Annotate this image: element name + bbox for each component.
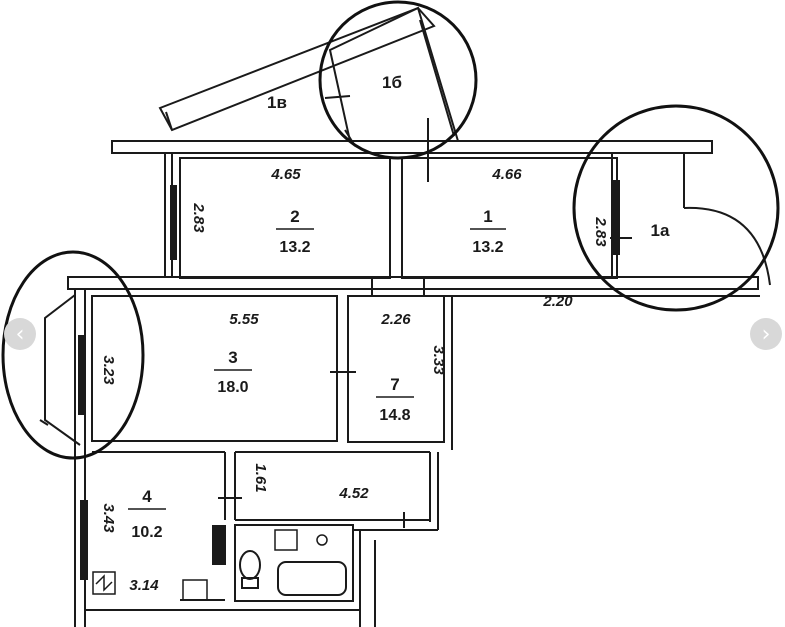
- balcony-1v: [158, 6, 436, 132]
- highlight-circle-left: [1, 250, 145, 460]
- room-area-2: 13.2: [279, 239, 310, 256]
- room-area-4: 10.2: [131, 524, 162, 541]
- chevron-right-icon: ›: [761, 321, 771, 347]
- room-label-4: 4: [142, 487, 152, 506]
- dim-2-26: 2.26: [380, 311, 411, 328]
- room-label-1b: 1б: [382, 73, 402, 92]
- dim-5-55: 5.55: [229, 311, 259, 328]
- dim-4-66: 4.66: [491, 166, 522, 183]
- dim-2-83-left: 2.83: [190, 202, 207, 233]
- dim-3-33: 3.33: [430, 345, 447, 375]
- highlight-circle-right: [572, 104, 780, 312]
- room-area-1: 13.2: [472, 239, 503, 256]
- next-arrow-button[interactable]: ›: [750, 318, 782, 350]
- dim-2-83-right: 2.83: [592, 216, 609, 247]
- bathroom-outline: [234, 524, 354, 602]
- room-area-3: 18.0: [217, 379, 248, 396]
- dim-2-20: 2.20: [542, 293, 573, 310]
- balcony-1b: [328, 6, 460, 142]
- dim-4-52: 4.52: [338, 485, 369, 502]
- dim-4-65: 4.65: [270, 166, 301, 183]
- balcony-1a: [611, 153, 735, 278]
- room-label-7: 7: [390, 375, 399, 394]
- balcony-left: [44, 294, 81, 446]
- toilet: [239, 550, 261, 580]
- chevron-left-icon: ‹: [15, 321, 25, 347]
- room-2-outline: [179, 157, 391, 279]
- highlight-circle-top: [318, 0, 478, 160]
- top-wall: [111, 140, 713, 154]
- bathtub: [277, 561, 347, 596]
- dim-3-23: 3.23: [100, 355, 117, 385]
- room-label-1v: 1в: [267, 93, 287, 112]
- room-3-outline: [91, 295, 338, 442]
- prev-arrow-button[interactable]: ‹: [4, 318, 36, 350]
- room-label-1a: 1а: [651, 221, 670, 240]
- dim-3-43: 3.43: [100, 503, 117, 533]
- dim-1-61: 1.61: [252, 463, 269, 492]
- room-label-3: 3: [228, 348, 237, 367]
- room-7-outline: [347, 295, 445, 443]
- room-label-2: 2: [290, 207, 299, 226]
- room-area-7: 14.8: [379, 407, 410, 424]
- room-label-1: 1: [483, 207, 492, 226]
- dim-3-14: 3.14: [129, 577, 159, 594]
